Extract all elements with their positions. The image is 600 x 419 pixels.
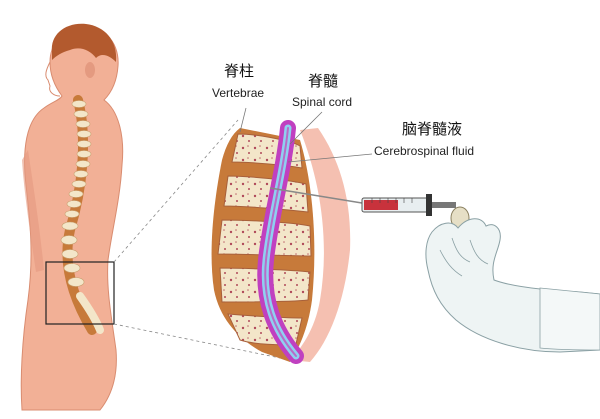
ear <box>85 62 95 78</box>
magnified-spine-section <box>211 120 351 364</box>
face-profile <box>45 61 61 97</box>
syringe-icon <box>361 194 470 230</box>
leader-csf <box>287 153 373 163</box>
arm <box>22 150 44 272</box>
syringe-flange <box>426 194 432 216</box>
csf-label-zh: 脑脊髓液 <box>402 120 463 138</box>
zoom-region-frame <box>45 261 115 325</box>
syringe-plunger <box>432 202 456 208</box>
finger-lines <box>439 237 489 277</box>
figure-spine <box>60 95 104 335</box>
syringe-fluid <box>364 200 398 210</box>
leader-spinal-cord <box>289 111 323 145</box>
vertebrae-label-zh: 脊柱 <box>224 62 255 80</box>
sleeve <box>539 287 600 351</box>
spinal-cord-core <box>264 127 297 357</box>
leader-vertebrae <box>239 107 247 133</box>
zoom-connector-lines <box>113 119 281 359</box>
vertebrae-label-en: Vertebrae <box>212 86 265 100</box>
gloved-hand-icon <box>425 218 600 353</box>
spinal-cord-label-en: Spinal cord <box>292 95 353 109</box>
csf-label-en: Cerebrospinal fluid <box>374 144 475 158</box>
back-tissue <box>290 128 351 362</box>
vertebra <box>223 175 309 213</box>
needle <box>269 187 369 205</box>
leader-lines <box>239 107 373 163</box>
spinal-cord-label-zh: 脊髓 <box>308 72 339 90</box>
hair <box>51 23 117 62</box>
human-figure <box>20 23 124 411</box>
